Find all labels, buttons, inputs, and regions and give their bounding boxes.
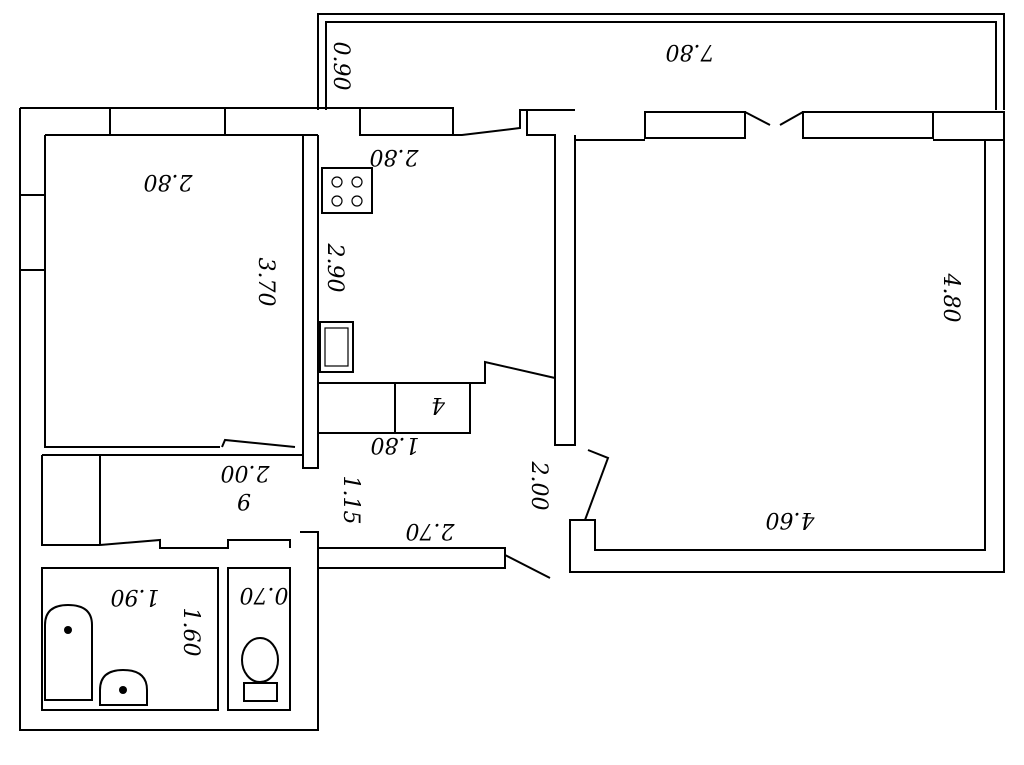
window (19, 194, 46, 271)
living-room-length-label: 4.80 (938, 273, 963, 323)
balcony-length-label: 7.80 (666, 39, 715, 64)
kitchen-length-label: 2.90 (322, 243, 347, 293)
window (109, 107, 226, 136)
window (802, 111, 934, 139)
balcony-width-label: 0.90 (328, 42, 353, 91)
stove-icon (321, 167, 373, 214)
closet-width-label: 1.80 (371, 432, 420, 457)
door-width-label: 2.00 (526, 461, 551, 511)
bedroom-length-label: 3.70 (253, 258, 278, 307)
balcony (317, 13, 1005, 110)
hall-width-label: 2.00 (221, 460, 271, 485)
bedroom-width-label: 2.80 (144, 169, 194, 194)
living-room-width-label: 4.60 (766, 507, 816, 532)
exterior-walls (19, 107, 1005, 731)
bathtub-icon (44, 603, 93, 701)
washbasin-icon (99, 668, 148, 706)
corridor-length-label: 2.70 (406, 518, 456, 543)
kitchen-width-label: 2.80 (370, 144, 420, 169)
bathroom-length-label: 1.60 (178, 608, 203, 657)
hall-depth-label: 1.15 (338, 476, 363, 525)
bathroom-width-label: 1.90 (111, 584, 160, 609)
toilet-width-label: 0.70 (240, 582, 289, 607)
window (359, 107, 454, 136)
toilet-icon (241, 637, 279, 702)
window (644, 111, 746, 139)
sink-icon (319, 321, 354, 373)
hall-number-label: 9 (237, 488, 251, 513)
closet-number-label: 4 (431, 392, 446, 417)
